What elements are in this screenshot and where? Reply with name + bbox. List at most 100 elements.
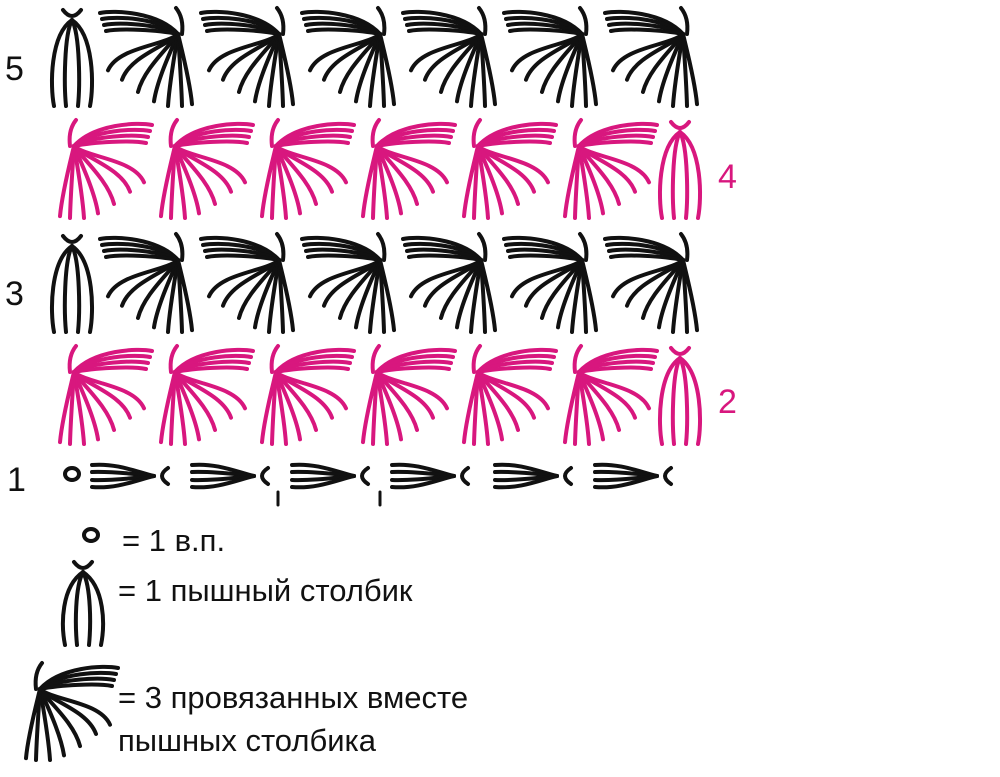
- cluster-stitch: [260, 118, 356, 220]
- base-loop: [190, 474, 256, 490]
- cluster-leg: [277, 258, 295, 333]
- cluster-stitch: [159, 118, 255, 220]
- base-stitch: [593, 462, 673, 490]
- cluster-stitch: [260, 344, 356, 446]
- puff-loop: [81, 570, 93, 647]
- cluster-top-loop: [508, 27, 584, 36]
- cluster-crown: [67, 344, 78, 374]
- cluster-leg: [277, 32, 295, 107]
- cluster-top-loop: [306, 253, 382, 262]
- cluster-crown: [471, 118, 482, 148]
- cluster-crown: [174, 232, 185, 262]
- cluster-top-loop: [577, 365, 653, 374]
- base-loop: [593, 474, 659, 490]
- puff-crown: [61, 8, 83, 18]
- legend-cluster-text-2: пышных столбика: [118, 723, 377, 758]
- row-1-stitches: [63, 462, 673, 507]
- base-hook: [563, 466, 573, 486]
- puff-loop: [49, 18, 74, 108]
- cluster-stitch: [300, 232, 396, 334]
- cluster-stitch: [159, 344, 255, 446]
- cluster-crown: [174, 6, 185, 36]
- puff-loop: [678, 130, 703, 220]
- cluster-top-loop: [38, 682, 114, 691]
- cluster-top-loop: [476, 365, 552, 374]
- chain-stitch: [82, 527, 100, 543]
- base-loop: [493, 474, 559, 490]
- puff-stitch: [657, 346, 703, 446]
- puff-stitch: [657, 120, 703, 220]
- cluster-stitch: [98, 232, 194, 334]
- cluster-crown: [168, 344, 179, 374]
- cluster-crown: [269, 344, 280, 374]
- puff-stitch: [60, 560, 106, 647]
- cluster-top-loop: [274, 365, 350, 374]
- row-3-stitches: [49, 232, 699, 334]
- cluster-top-loop: [609, 27, 685, 36]
- cluster-top-loop: [476, 139, 552, 148]
- cluster-top-loop: [72, 139, 148, 148]
- cluster-leg: [260, 370, 278, 445]
- base-stitch: [190, 462, 270, 490]
- cluster-top-loop: [173, 139, 249, 148]
- cluster-leg: [361, 144, 379, 219]
- puff-stitch: [49, 8, 95, 108]
- cluster-top-loop: [173, 365, 249, 374]
- row-number-3: 3: [5, 275, 24, 313]
- cluster-top-loop: [609, 253, 685, 262]
- cluster-leg: [462, 144, 480, 219]
- cluster-stitch: [603, 6, 699, 108]
- cluster-crown: [376, 232, 387, 262]
- legend-cluster-symbol: [24, 661, 120, 762]
- base-hook: [160, 466, 170, 486]
- cluster-leg: [361, 370, 379, 445]
- puff-crown: [669, 120, 691, 130]
- cluster-top-loop: [407, 27, 483, 36]
- cluster-stitch: [361, 344, 457, 446]
- cluster-leg: [58, 370, 76, 445]
- base-loop: [290, 474, 356, 490]
- puff-loop: [678, 356, 690, 446]
- cluster-leg: [479, 258, 497, 333]
- cluster-leg: [159, 370, 177, 445]
- cluster-leg: [681, 32, 699, 107]
- cluster-crown: [477, 6, 488, 36]
- cluster-crown: [572, 118, 583, 148]
- cluster-crown: [33, 661, 44, 691]
- cluster-stitch: [98, 6, 194, 108]
- cluster-stitch: [58, 344, 154, 446]
- row-number-1: 1: [7, 461, 26, 499]
- cluster-crown: [679, 6, 690, 36]
- cluster-top-loop: [306, 27, 382, 36]
- cluster-stitch: [563, 118, 659, 220]
- cluster-crown: [679, 232, 690, 262]
- puff-crown: [72, 560, 94, 570]
- base-stitch: [90, 462, 170, 490]
- puff-loop: [70, 18, 95, 108]
- row-2-stitches: [58, 344, 703, 446]
- cluster-stitch: [401, 232, 497, 334]
- cluster-top-loop: [205, 27, 281, 36]
- puff-loop: [70, 244, 95, 334]
- cluster-crown: [67, 118, 78, 148]
- legend-puff-text: = 1 пышный столбик: [118, 573, 413, 608]
- cluster-stitch: [300, 6, 396, 108]
- cluster-top-loop: [508, 253, 584, 262]
- cluster-stitch: [401, 6, 497, 108]
- row-number-5: 5: [5, 50, 24, 88]
- puff-loop: [73, 570, 85, 647]
- puff-loop: [657, 130, 682, 220]
- legend-puff-symbol: [60, 560, 106, 647]
- cluster-leg: [378, 258, 396, 333]
- cluster-top-loop: [375, 365, 451, 374]
- cluster-stitch: [199, 232, 295, 334]
- puff-loop: [62, 18, 74, 108]
- cluster-top-loop: [205, 253, 281, 262]
- puff-crown: [669, 346, 691, 356]
- cluster-leg: [479, 32, 497, 107]
- base-hook: [260, 466, 270, 486]
- row-5-stitches: [49, 6, 699, 108]
- puff-loop: [657, 356, 682, 446]
- legend-chain-text: = 1 в.п.: [122, 523, 225, 558]
